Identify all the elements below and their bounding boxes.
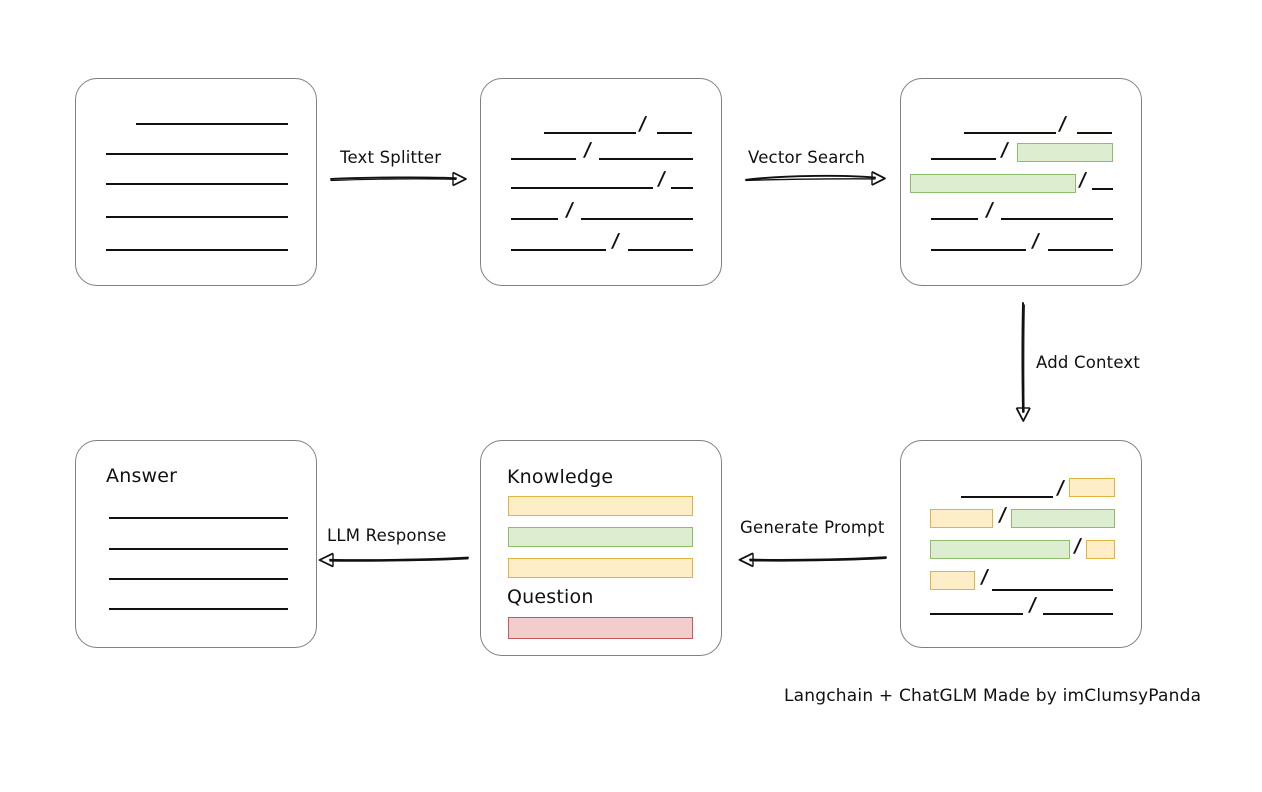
edge-label-vector-search: Vector Search (748, 148, 866, 167)
chunk-separator: / (1072, 535, 1083, 557)
chunk-line (657, 132, 692, 134)
chunk-separator: / (979, 566, 990, 588)
prompt-question-heading: Question (507, 586, 594, 608)
answer-line (109, 608, 288, 610)
chunk-separator: / (997, 504, 1008, 526)
chunk-separator: / (1027, 594, 1038, 616)
chunk-line (964, 132, 1056, 134)
chunk-separator: / (1077, 169, 1088, 191)
context-chunk-highlight[interactable] (930, 509, 993, 528)
chunk-line (1048, 249, 1113, 251)
split-chunks-card[interactable]: / / / / / (480, 78, 722, 286)
arrow-generate-prompt (738, 552, 887, 568)
chunk-separator: / (564, 199, 575, 221)
matched-chunks-card[interactable]: / / / / / (900, 78, 1142, 286)
matched-chunk-highlight[interactable] (1017, 143, 1113, 162)
edge-label-add-context: Add Context (1036, 353, 1141, 372)
question-bar[interactable] (508, 617, 693, 639)
chunk-line (992, 589, 1113, 591)
chunk-separator: / (582, 139, 593, 161)
document-line (136, 123, 288, 125)
document-line (106, 216, 288, 218)
chunk-separator: / (637, 113, 648, 135)
document-line (106, 249, 288, 251)
knowledge-bar[interactable] (508, 527, 693, 547)
context-chunk-highlight[interactable] (1011, 509, 1115, 528)
context-chunk-highlight[interactable] (930, 540, 1070, 559)
arrow-text-splitter (330, 171, 467, 187)
chunk-line (581, 218, 693, 220)
edge-label-llm-response: LLM Response (327, 526, 447, 545)
chunk-line (1092, 188, 1113, 190)
chunk-separator: / (610, 230, 621, 252)
chunk-separator: / (656, 168, 667, 190)
chunk-separator: / (1055, 477, 1066, 499)
chunk-line (931, 249, 1026, 251)
chunk-line (511, 158, 576, 160)
chunk-separator: / (1030, 230, 1041, 252)
chunk-line (961, 496, 1053, 498)
knowledge-bar[interactable] (508, 496, 693, 516)
answer-line (109, 578, 288, 580)
document-line (106, 183, 288, 185)
chunk-line (931, 218, 978, 220)
chunk-line (1077, 132, 1112, 134)
chunk-line (599, 158, 693, 160)
chunk-line (511, 218, 558, 220)
source-document-card[interactable] (75, 78, 317, 286)
prompt-card[interactable]: Knowledge Question (480, 440, 722, 656)
matched-chunk-highlight[interactable] (910, 174, 1076, 193)
chunk-line (1001, 218, 1113, 220)
footer-credit: Langchain + ChatGLM Made by imClumsyPand… (784, 686, 1202, 706)
context-chunk-highlight[interactable] (1086, 540, 1115, 559)
arrow-llm-response (318, 552, 469, 568)
chunk-separator: / (984, 199, 995, 221)
chunk-line (511, 187, 653, 189)
answer-line (109, 517, 288, 519)
chunk-line (931, 158, 996, 160)
arrow-add-context (1015, 302, 1031, 422)
prompt-knowledge-heading: Knowledge (507, 466, 614, 488)
chunk-line (930, 613, 1023, 615)
chunk-line (1043, 613, 1113, 615)
chunk-line (671, 187, 693, 189)
chunk-line (628, 249, 693, 251)
context-chunks-card[interactable]: / / / / / (900, 440, 1142, 648)
answer-card[interactable]: Answer (75, 440, 317, 648)
knowledge-bar[interactable] (508, 558, 693, 578)
edge-label-text-splitter: Text Splitter (340, 148, 442, 167)
context-chunk-highlight[interactable] (930, 571, 975, 590)
chunk-separator: / (999, 139, 1010, 161)
answer-line (109, 548, 288, 550)
answer-heading: Answer (106, 465, 178, 487)
context-chunk-highlight[interactable] (1069, 478, 1115, 497)
chunk-separator: / (1057, 113, 1068, 135)
document-line (106, 153, 288, 155)
chunk-line (544, 132, 636, 134)
edge-label-generate-prompt: Generate Prompt (740, 518, 885, 537)
chunk-line (511, 249, 606, 251)
arrow-vector-search (745, 170, 886, 186)
